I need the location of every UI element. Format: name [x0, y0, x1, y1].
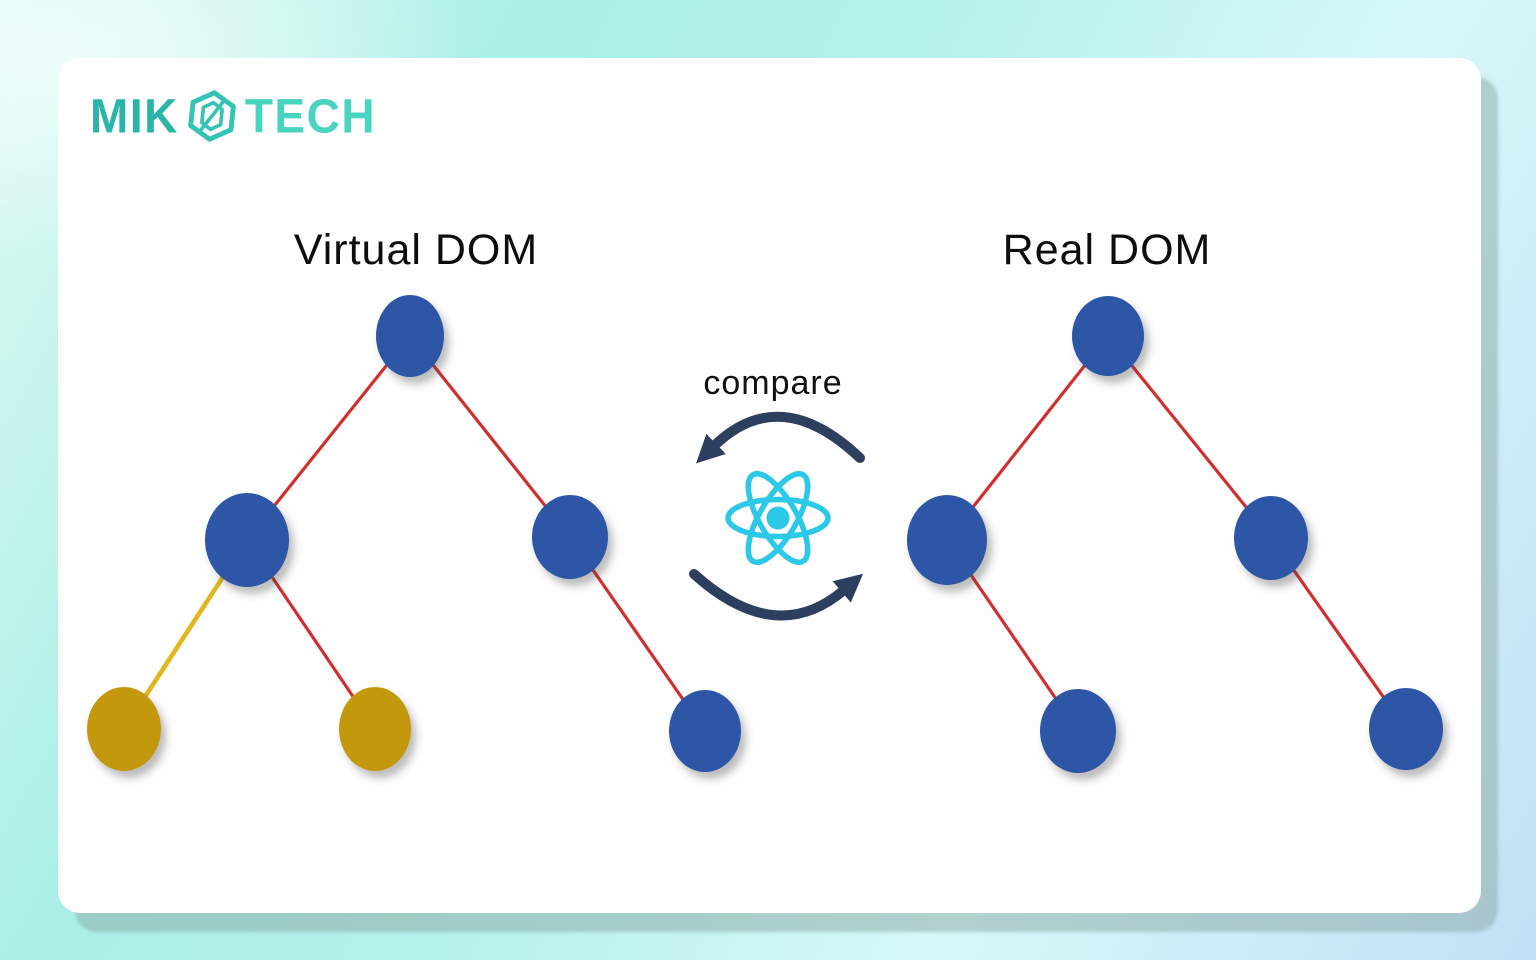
content-card	[58, 58, 1481, 913]
compare-label: compare	[703, 364, 843, 402]
virtual-dom-title: Virtual DOM	[293, 226, 539, 274]
hexagon-logo-icon	[187, 90, 236, 142]
brand-logo: MIK TECH	[90, 88, 376, 144]
real-dom-title: Real DOM	[1002, 226, 1212, 274]
logo-text-mik: MIK	[90, 88, 179, 144]
logo-text-tech: TECH	[244, 88, 377, 144]
